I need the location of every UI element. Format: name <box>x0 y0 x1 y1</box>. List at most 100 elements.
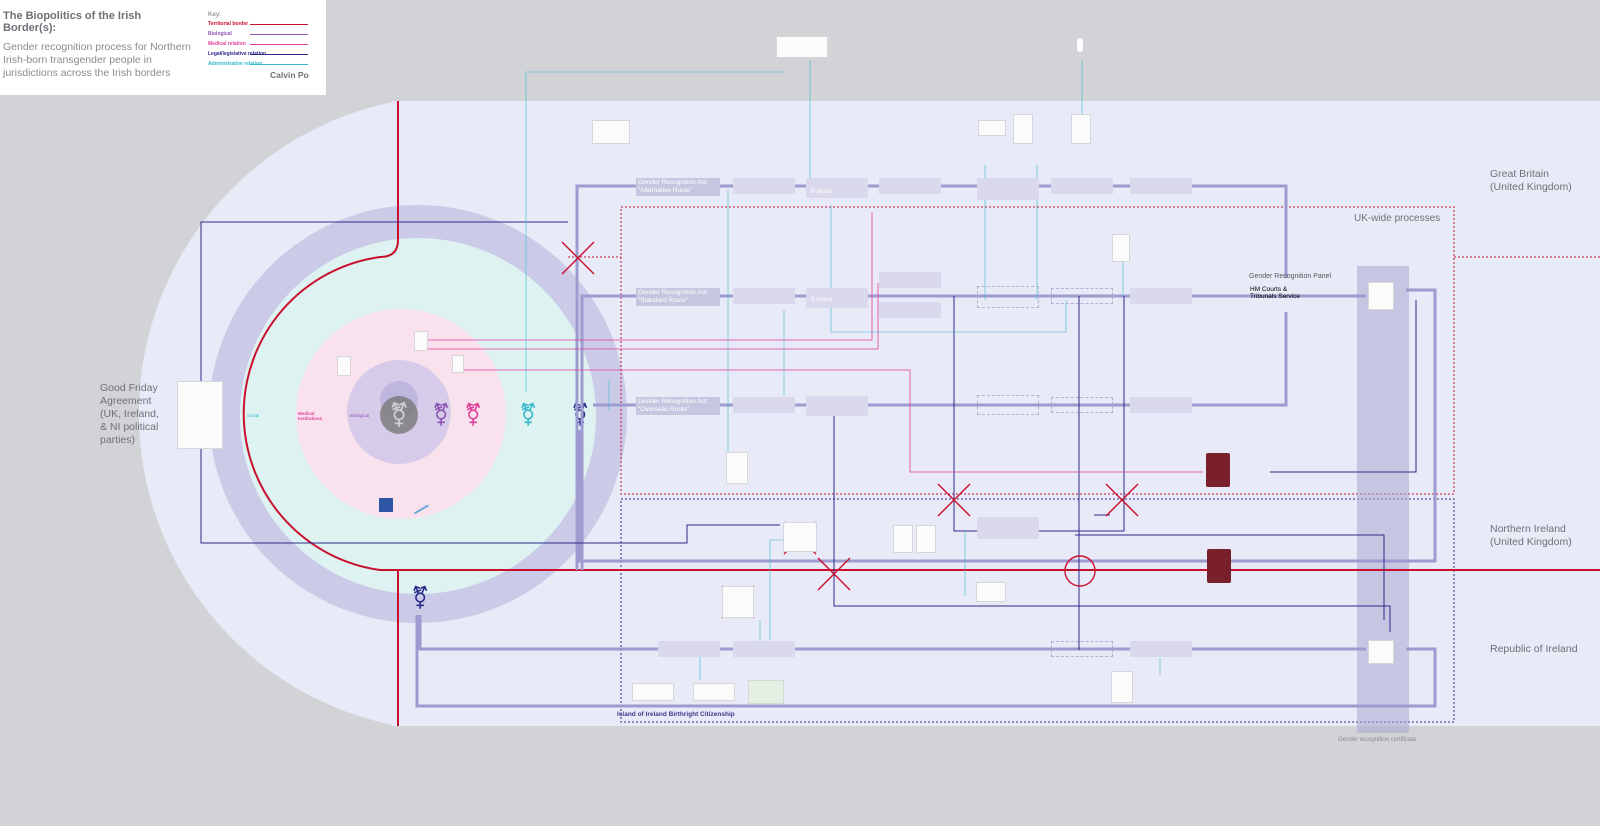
good-friday-line: Good Friday <box>100 382 158 394</box>
document-thumbnail <box>632 683 674 701</box>
step-box-dashed <box>1051 641 1113 657</box>
hmcts-line: Tribunals Service <box>1250 293 1300 300</box>
step-box <box>658 641 720 657</box>
birthright-box <box>620 498 1455 723</box>
hmcts-line: HM Courts & <box>1250 286 1288 293</box>
good-friday-line: Agreement <box>100 395 152 407</box>
route-standard: Gender Recognition Act: "Standard Route" <box>636 288 720 306</box>
legal-gfa-bottom <box>200 448 780 544</box>
uk-wide-label: UK-wide processes <box>1354 213 1441 224</box>
step-box-dashed <box>977 395 1039 415</box>
medical-relations <box>425 212 1203 473</box>
document-thumbnail <box>978 120 1006 136</box>
route-line: Gender Recognition Act: <box>638 398 709 405</box>
step-box <box>879 178 941 194</box>
document-thumbnail <box>1013 114 1033 144</box>
region-great-britain-line: (United Kingdom) <box>1490 181 1572 193</box>
legal-overseas-down <box>833 412 1391 632</box>
key-item-label: Medical relation <box>208 41 246 47</box>
region-republic-of-ireland: Republic of Ireland <box>1490 643 1578 655</box>
step-box-dashed <box>1051 397 1113 413</box>
page-subtitle: Gender recognition process for Northern … <box>3 41 191 79</box>
legal-ni-standard <box>953 296 1125 532</box>
document-thumbnail <box>893 525 913 553</box>
certificate-thumbnail <box>1368 282 1394 310</box>
step-box-dashed <box>977 286 1039 308</box>
legal-gfa-top <box>200 221 568 381</box>
key-item-line <box>250 64 308 65</box>
panel-label: Gender Recognition Panel <box>1249 273 1332 280</box>
flow-roi <box>418 615 1366 651</box>
core-symbol-bg <box>380 396 418 434</box>
border-crossing-marker <box>1064 555 1096 587</box>
legal-relations <box>200 221 1417 650</box>
key-item-label: Administrative relation <box>208 61 263 67</box>
transgender-icon-social: ⚧ <box>519 402 537 428</box>
person-icon <box>1077 38 1083 52</box>
title-panel: The Biopolitics of the Irish Border(s): … <box>0 0 326 95</box>
flow-standard <box>580 294 1366 570</box>
region-northern-ireland-line: (United Kingdom) <box>1490 536 1572 548</box>
author: Calvin Po <box>270 70 309 80</box>
uk-passport-icon <box>1206 453 1230 487</box>
step-box-dashed <box>1051 288 1113 304</box>
admin-4 <box>830 205 1067 333</box>
admin-1 <box>525 71 784 392</box>
circle-label-social: Social <box>247 413 260 418</box>
step-box <box>733 397 795 413</box>
route-line: "Overseas Route" <box>638 406 690 413</box>
key-item-line <box>250 24 308 25</box>
step-box <box>733 178 795 194</box>
step-box <box>977 178 1039 200</box>
step-box <box>1130 641 1192 657</box>
step-box <box>879 302 941 318</box>
page-title: The Biopolitics of the Irish Border(s): <box>3 10 142 34</box>
uk-wide-box <box>620 206 1455 495</box>
good-friday-line: parties) <box>100 434 136 446</box>
medical-1 <box>425 212 873 341</box>
blocked-cross-gb-ni <box>561 241 595 275</box>
step-box <box>1130 288 1192 304</box>
document-thumbnail <box>337 356 351 376</box>
territorial-border-gb <box>242 101 399 726</box>
step-box <box>806 178 868 198</box>
medical-2 <box>425 283 879 350</box>
route-line: "Standard Route" <box>638 297 689 304</box>
region-northern-ireland: Northern Ireland (United Kingdom) <box>1490 523 1572 549</box>
legal-ni-passport <box>1075 534 1385 620</box>
step-box <box>1130 178 1192 194</box>
route-alternative: Gender Recognition Act: "Alternative Rou… <box>636 178 720 196</box>
birthright-label: Island of Ireland Birthright Citizenship <box>617 711 735 718</box>
document-thumbnail <box>976 582 1006 602</box>
document-thumbnail <box>916 525 936 553</box>
document-thumbnail <box>776 36 828 58</box>
key-item-line <box>250 34 308 35</box>
region-great-britain: Great Britain (United Kingdom) <box>1490 168 1572 194</box>
irish-passport-icon <box>1207 549 1231 583</box>
certificate-label: Gender recognition certificate <box>1338 737 1417 743</box>
step-box <box>977 517 1039 539</box>
transgender-icon-legal-uk: ⚧ <box>571 402 589 428</box>
blocked-cross-border <box>817 557 851 591</box>
step-box <box>806 396 868 416</box>
medication-icon <box>379 498 393 512</box>
hmcts-logo: HM Courts & Tribunals Service <box>1250 286 1310 300</box>
document-thumbnail <box>722 586 754 618</box>
blocked-cross-marriage <box>937 483 971 517</box>
route-line: Gender Recognition Act: <box>638 289 709 296</box>
key-label: Key: <box>208 11 222 18</box>
document-thumbnail <box>726 452 748 484</box>
document-thumbnail <box>592 120 630 144</box>
certificate-thumbnail <box>1368 640 1394 664</box>
circle-label-medical: Medical Institutions <box>298 411 323 421</box>
flow-certificate-ni <box>578 288 1437 563</box>
step-box <box>1051 178 1113 194</box>
transgender-icon-biological: ⚧ <box>432 402 450 428</box>
document-thumbnail <box>783 522 817 552</box>
document-thumbnail <box>1111 671 1133 703</box>
key-item-line <box>250 54 308 55</box>
legal-uk-cert <box>1270 300 1417 473</box>
flow-roi-return <box>415 615 1437 708</box>
key-item-line <box>250 44 308 45</box>
